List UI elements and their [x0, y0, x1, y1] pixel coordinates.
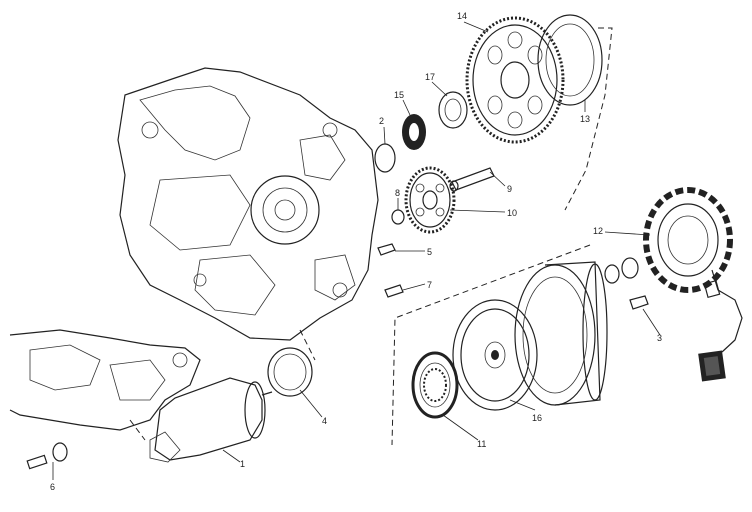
callout-13: 13 [580, 114, 590, 124]
shaft [449, 167, 495, 192]
leader-lines [52, 21, 661, 480]
callout-3: 3 [657, 333, 662, 343]
callout-12: 12 [593, 226, 603, 236]
screw-7 [384, 284, 404, 298]
freewheel [411, 351, 459, 419]
idler-gear [404, 166, 456, 234]
generator-rotor [514, 261, 608, 406]
assembly-guide-lines [129, 27, 613, 446]
callout-2: 2 [379, 116, 384, 126]
gasket [537, 14, 603, 106]
callout-14: 14 [457, 11, 467, 21]
screw-5 [377, 243, 396, 256]
callout-7: 7 [427, 280, 432, 290]
callout-15: 15 [394, 90, 404, 100]
needle-bearing [402, 114, 426, 150]
starter-motor [149, 377, 273, 463]
spacer-washer [604, 264, 620, 284]
callout-labels: 1 2 3 4 5 6 7 8 9 10 11 12 13 14 15 16 1… [50, 11, 662, 492]
starter-ring-gear [465, 16, 565, 144]
screw-3 [629, 295, 649, 310]
callout-6: 6 [50, 482, 55, 492]
crankcase-lower-section [9, 329, 201, 431]
callout-17: 17 [425, 72, 435, 82]
callout-16: 16 [532, 413, 542, 423]
callout-1: 1 [240, 459, 245, 469]
stator-cable [698, 269, 743, 382]
callout-10: 10 [507, 208, 517, 218]
callout-5: 5 [427, 247, 432, 257]
nut [621, 257, 639, 279]
flywheel-hub [452, 299, 538, 411]
callout-11: 11 [477, 439, 486, 449]
callout-9: 9 [507, 184, 512, 194]
generator-stator [643, 187, 733, 293]
washer [374, 143, 396, 173]
screw-6 [26, 442, 68, 470]
o-ring [267, 347, 313, 397]
callout-8: 8 [395, 188, 400, 198]
crankcase [117, 67, 379, 341]
callout-4: 4 [322, 416, 327, 426]
bushing [391, 209, 405, 225]
bearing [438, 91, 468, 129]
